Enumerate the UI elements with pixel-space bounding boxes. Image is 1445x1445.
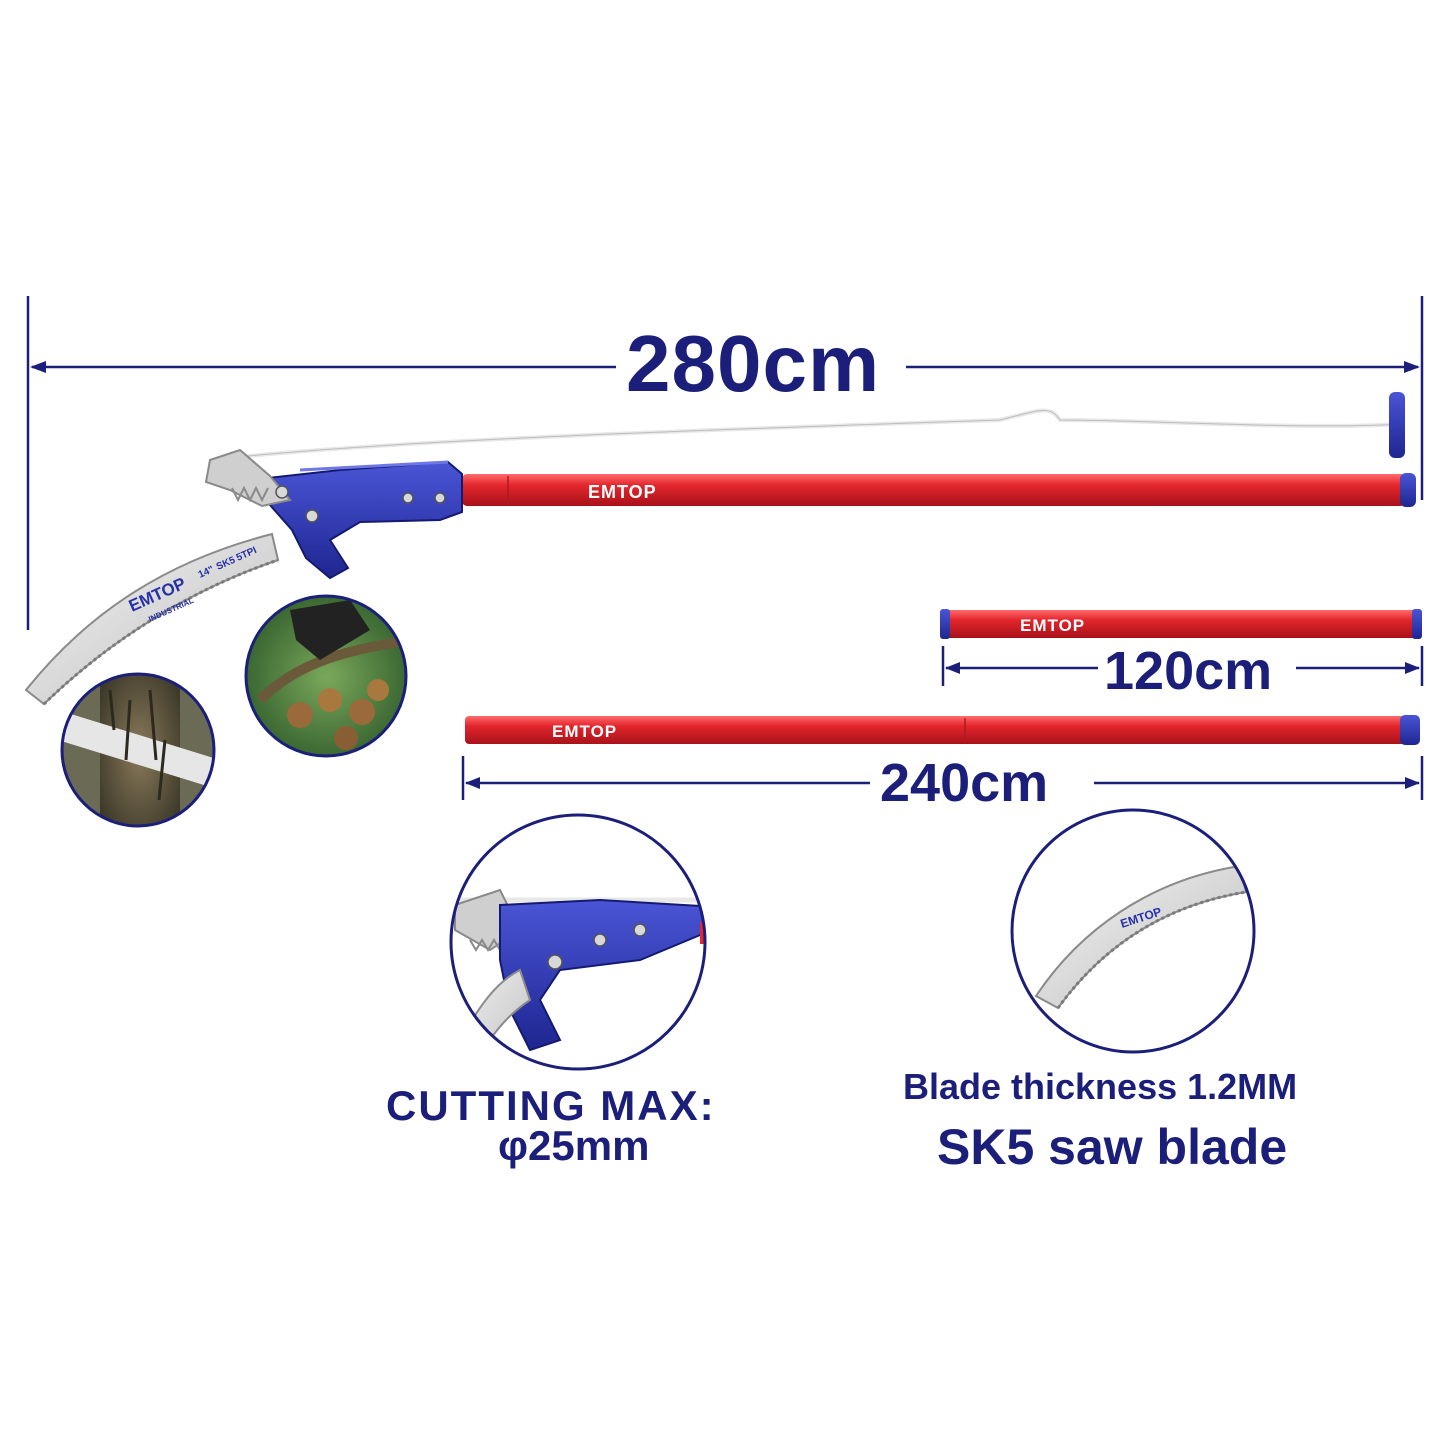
- dimension-120-line: [941, 646, 1424, 686]
- pole-120-brand: EMTOP: [1020, 616, 1085, 635]
- pole-240-brand: EMTOP: [552, 722, 617, 741]
- short-pole-length-label: 120cm: [1104, 641, 1273, 701]
- pole-brand-logo: EMTOP: [588, 482, 657, 502]
- detail-cutting-head: [449, 813, 707, 1071]
- detail-saw-blade: EMTOP: [1010, 808, 1256, 1054]
- assembled-pole-saw: EMTOP EMTOP 14" SK5 5TPI INDUSTRIAL: [24, 392, 1416, 706]
- cutting-max-label: CUTTING MAX:: [386, 1082, 716, 1129]
- total-length-label: 280cm: [626, 319, 881, 408]
- blade-thickness-label: Blade thickness 1.2MM: [903, 1066, 1298, 1107]
- blade-material-label: SK5 saw blade: [937, 1119, 1288, 1175]
- pole-120cm: EMTOP: [940, 609, 1422, 639]
- long-pole-length-label: 240cm: [880, 753, 1049, 813]
- dimension-240-line: [461, 756, 1424, 800]
- inset-pruner-branch: [244, 594, 408, 758]
- cutting-max-value: φ25mm: [498, 1122, 650, 1169]
- dimension-280-line: [26, 296, 1424, 630]
- pole-240cm: EMTOP: [465, 715, 1420, 745]
- inset-saw-on-tree: [60, 672, 216, 828]
